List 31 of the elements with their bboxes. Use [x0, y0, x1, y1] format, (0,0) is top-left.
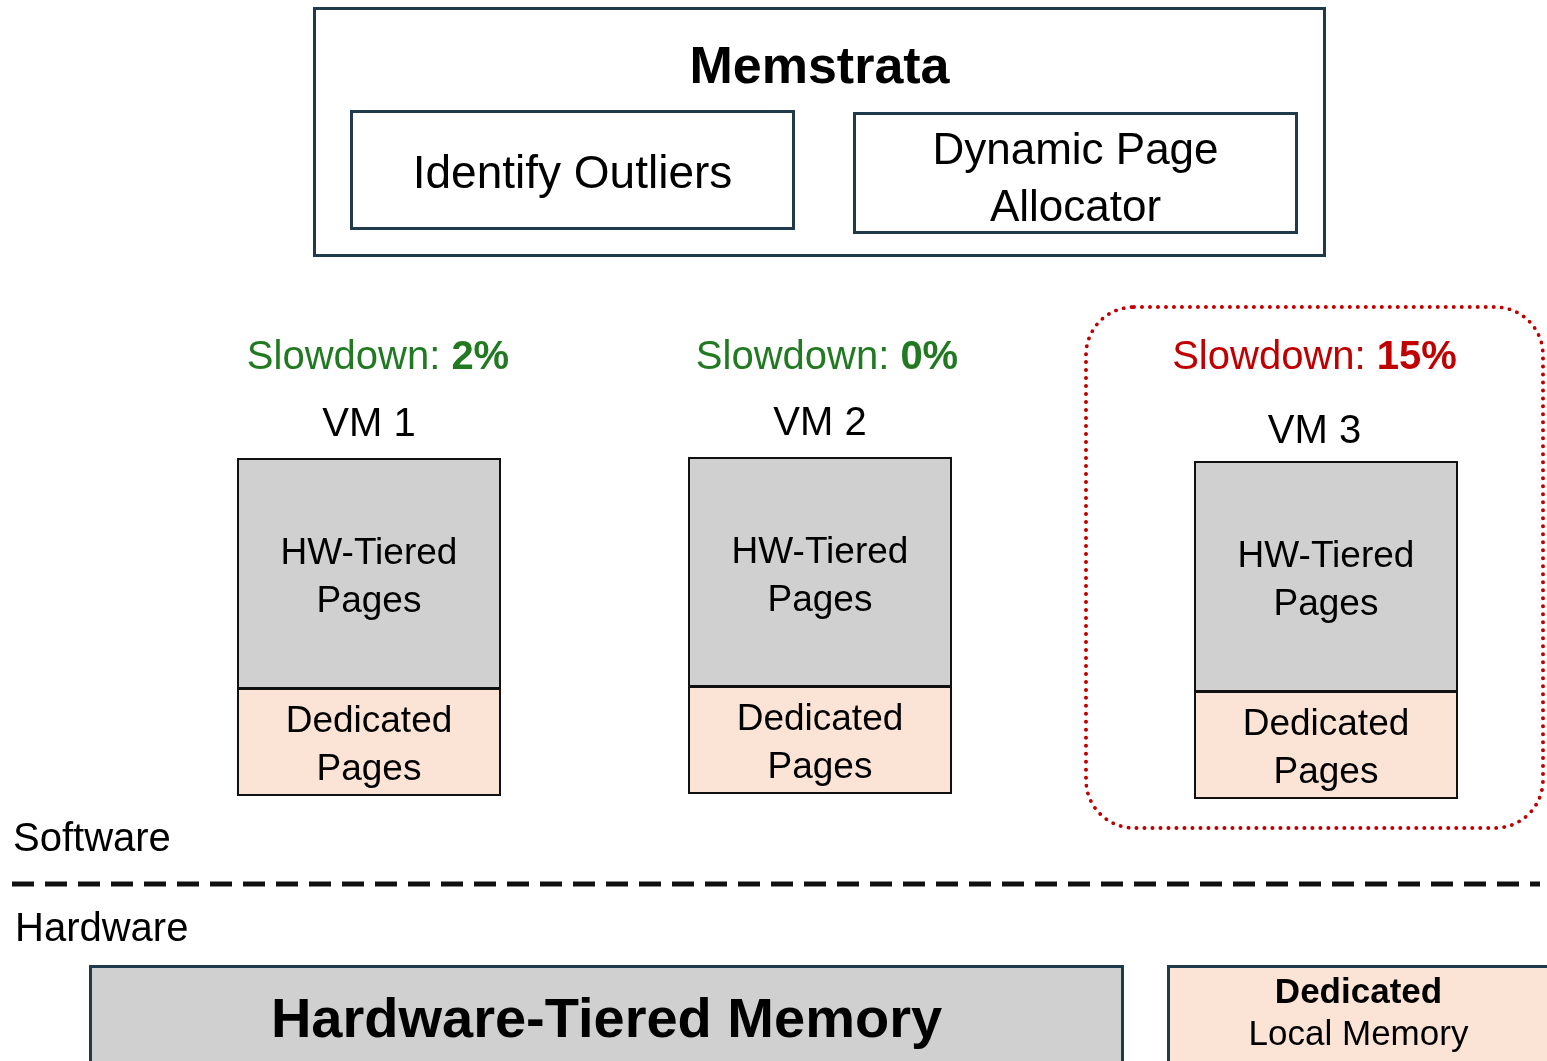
box-label: HW-Tiered Pages [1236, 533, 1416, 626]
local-memory-block [1167, 965, 1547, 1061]
box-label: Dynamic Page Allocator [931, 123, 1220, 233]
system-box [313, 7, 1326, 257]
slowdown-label: Slowdown: 2% [246, 333, 510, 377]
module-box [350, 110, 795, 230]
layer-label: Hardware [15, 905, 189, 949]
dedicated-pages-block [688, 686, 952, 794]
tiered-memory-block [89, 965, 1124, 1061]
box-label: Dedicated Pages [1241, 701, 1411, 794]
vm-label: VM 1 [322, 400, 416, 444]
tiered-pages-block [688, 457, 952, 687]
box-label: Memstrata [688, 35, 951, 96]
box-label: HW-Tiered Pages [730, 529, 910, 622]
box-label: Dedicated Local Memory [1247, 970, 1470, 1054]
vm-label: VM 2 [773, 399, 867, 443]
box-label: HW-Tiered Pages [279, 530, 459, 623]
box-label: Dedicated Pages [284, 698, 454, 791]
dedicated-pages-block [1194, 691, 1458, 799]
slowdown-label: Slowdown: 15% [1171, 332, 1458, 379]
dedicated-pages-block [237, 688, 501, 796]
highlight-region [1084, 305, 1545, 830]
layer-label: Software [13, 815, 171, 859]
tiered-pages-block [237, 458, 501, 689]
tiered-pages-block [1194, 461, 1458, 692]
box-label: Dedicated Pages [735, 696, 905, 789]
box-label: Identify Outliers [411, 145, 734, 200]
slowdown-label: Slowdown: 0% [695, 333, 959, 377]
module-box [853, 112, 1298, 234]
box-label: Hardware-Tiered Memory [269, 985, 944, 1051]
vm-label: VM 3 [1266, 406, 1363, 453]
